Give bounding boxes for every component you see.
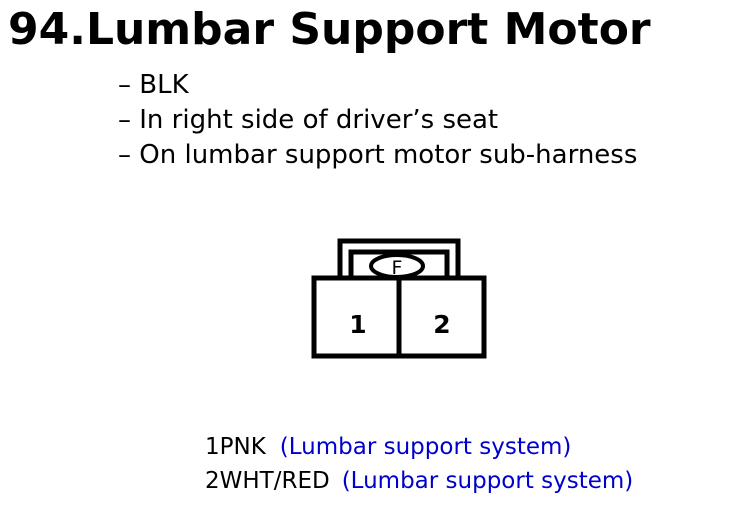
pin-system-note: (Lumbar support system) xyxy=(279,434,572,460)
connector-details: – BLK – In right side of driver’s seat –… xyxy=(118,68,637,173)
connector-diagram: F 1 2 xyxy=(311,238,487,359)
connector-lock-label: F xyxy=(392,257,403,279)
connector-latch-outer xyxy=(337,238,461,278)
pin-assignments: 1PNK (Lumbar support system) 2WHT/RED (Lum… xyxy=(205,430,633,498)
pin-row: 2WHT/RED (Lumbar support system) xyxy=(205,464,633,498)
pin-wire-label: 1PNK xyxy=(205,434,266,460)
detail-harness: – On lumbar support motor sub-harness xyxy=(118,140,638,170)
pin-row: 1PNK (Lumbar support system) xyxy=(205,430,633,464)
pin-number-2: 2 xyxy=(433,310,450,339)
pin-system-note: (Lumbar support system) xyxy=(341,468,634,494)
connector-latch-inner xyxy=(348,249,450,278)
pin-wire-label: 2WHT/RED xyxy=(205,468,330,494)
detail-color: – BLK xyxy=(118,70,189,100)
page-title: 94.Lumbar Support Motor xyxy=(8,4,651,55)
pin-number-1: 1 xyxy=(349,310,366,339)
detail-location: – In right side of driver’s seat xyxy=(118,105,499,135)
